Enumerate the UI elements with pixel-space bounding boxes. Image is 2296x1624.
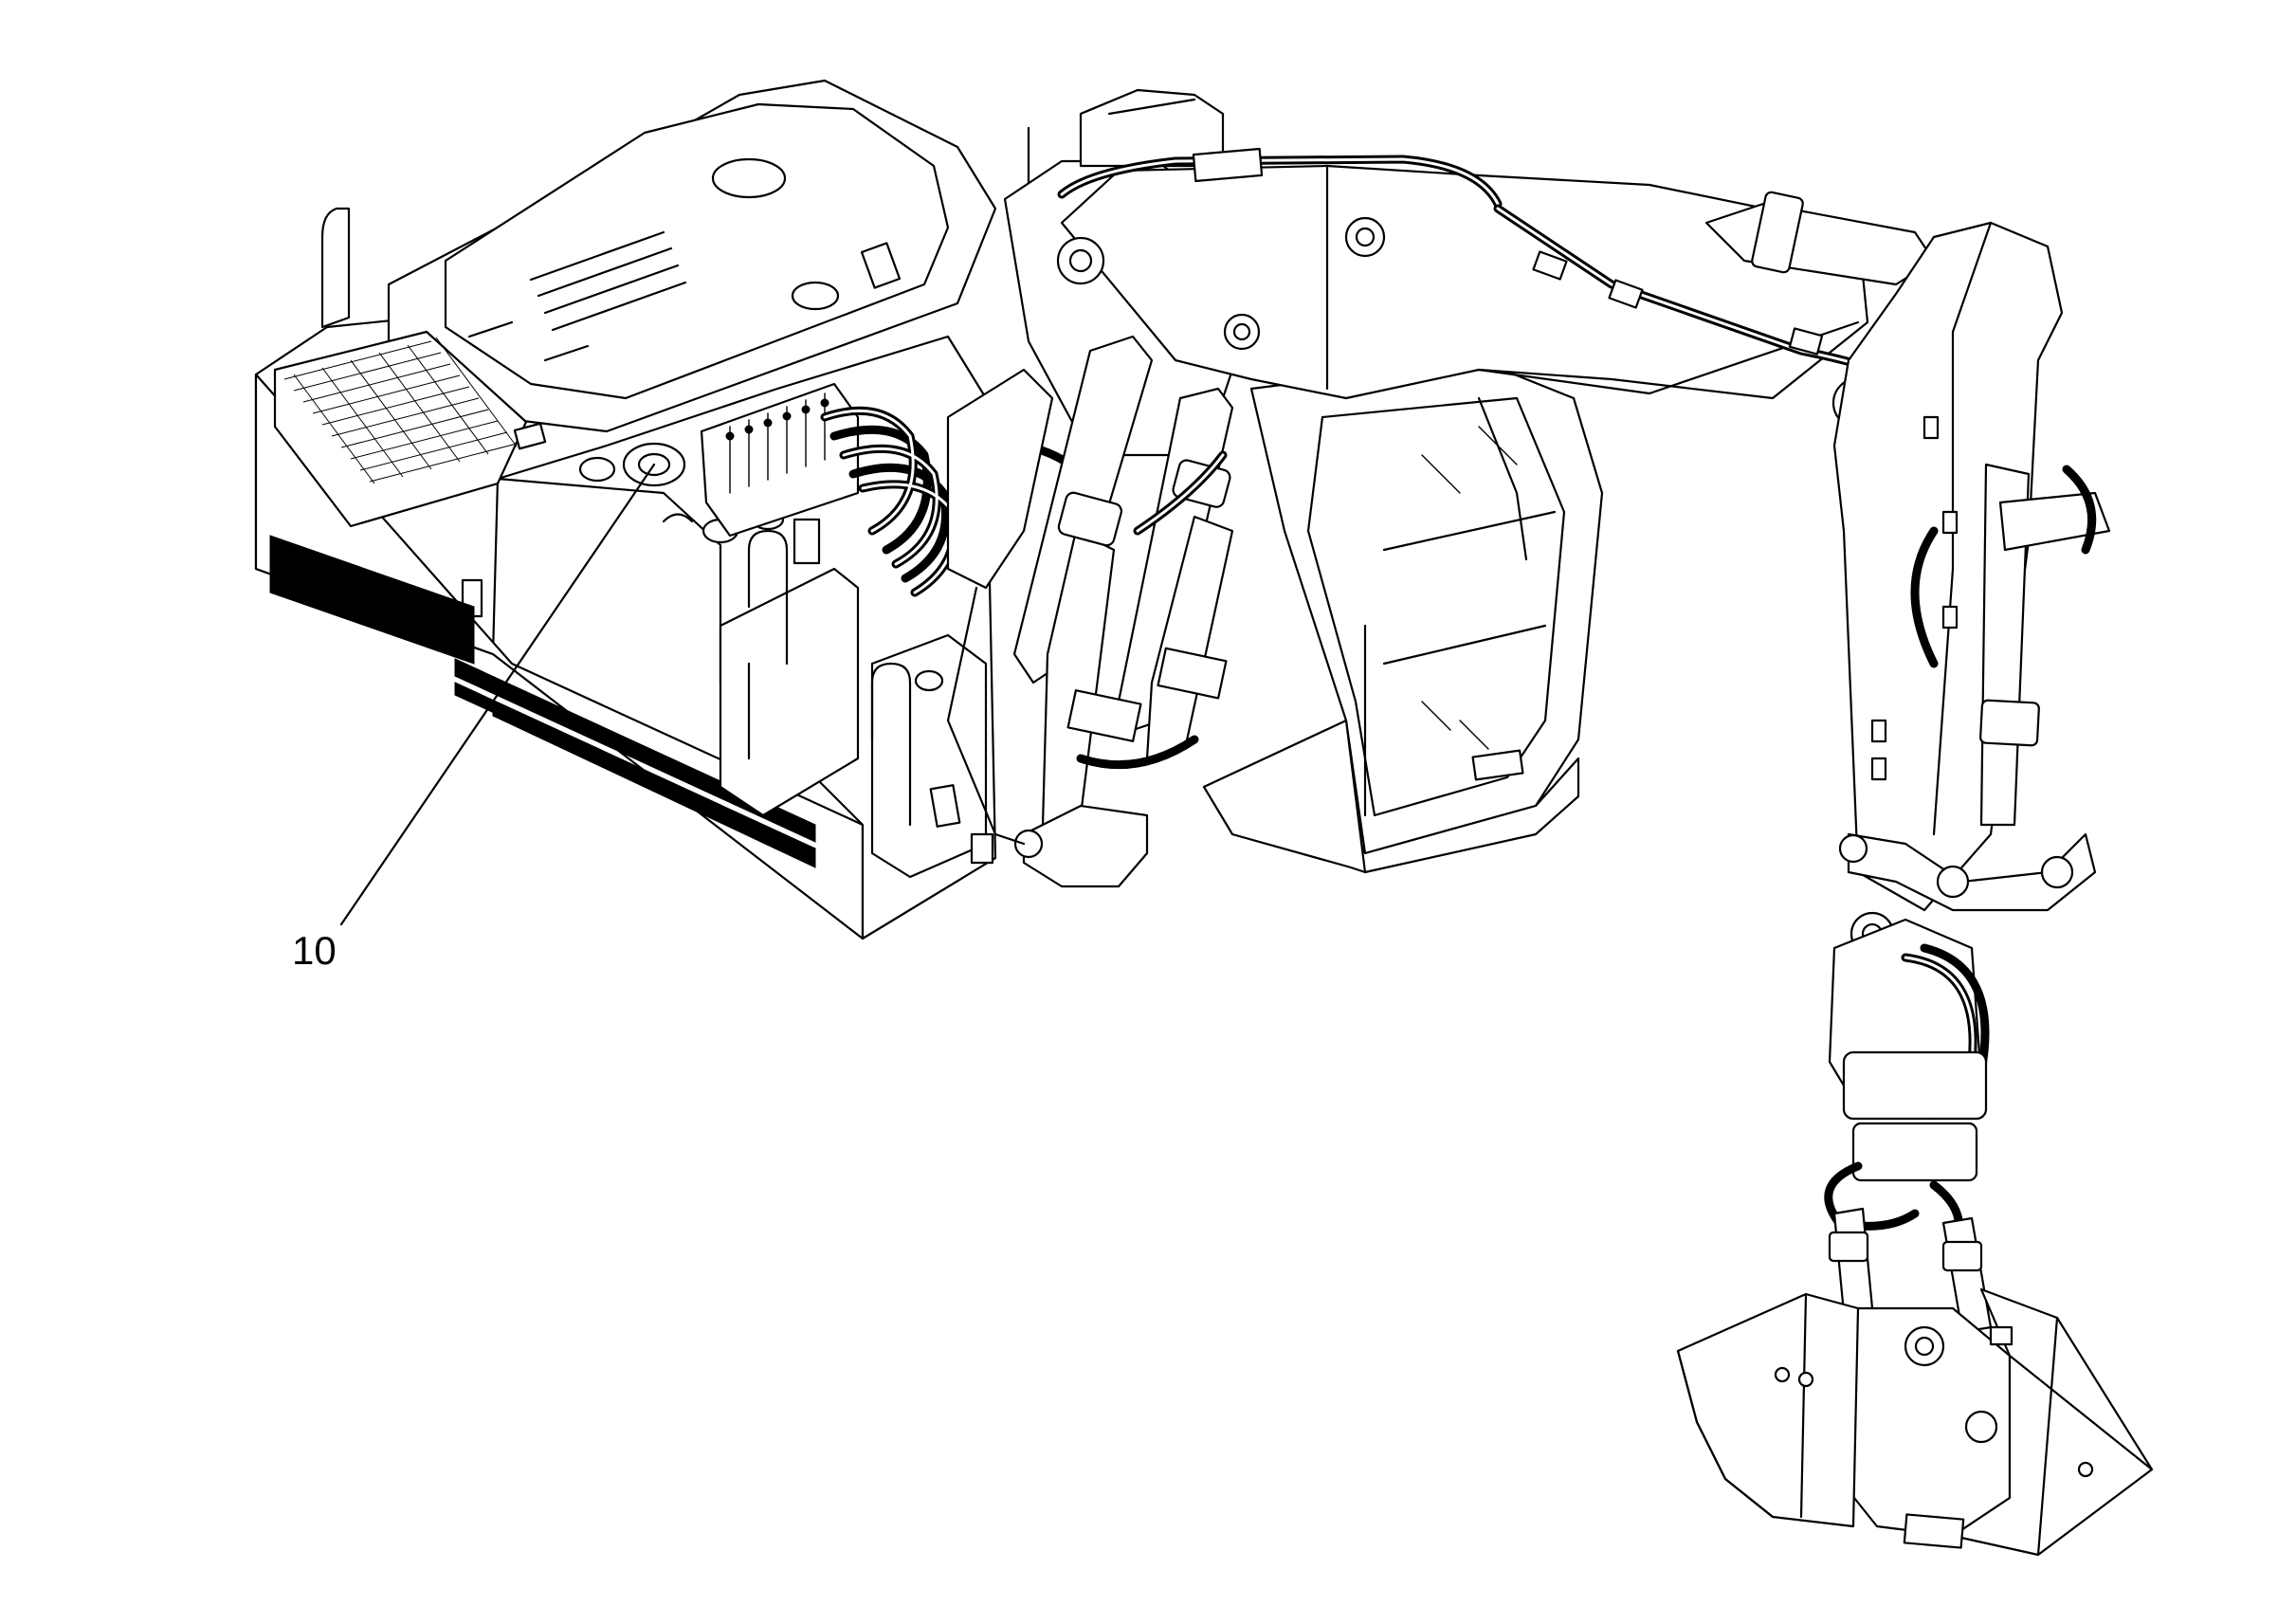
callout-leader-10 [339, 463, 656, 926]
boom-cylinders [946, 335, 1234, 888]
clamshell-bucket [1676, 918, 2154, 1557]
callout-label: 10 [292, 928, 337, 973]
valve-block-area [578, 382, 994, 879]
brand-stripe [269, 535, 816, 868]
arm [1832, 221, 2111, 957]
operator-cab [1202, 358, 1604, 874]
